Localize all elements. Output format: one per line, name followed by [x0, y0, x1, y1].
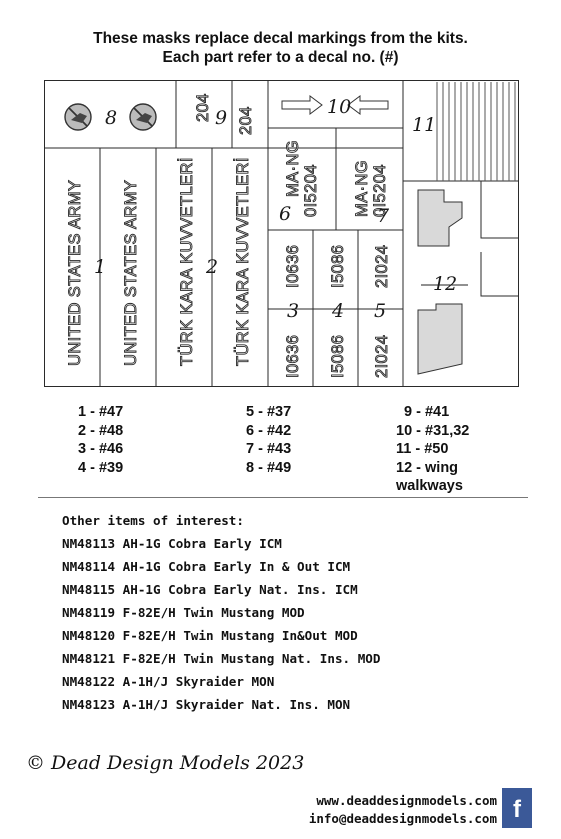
legend-item: 1 - #47 [78, 404, 124, 420]
legend-item: 4 - #39 [78, 459, 124, 476]
legend-item: 10 - #31,32 [396, 422, 470, 439]
other-items-title: Other items of interest: [62, 513, 244, 528]
part-number-3: 3 [287, 300, 299, 322]
section-divider [38, 497, 528, 498]
mask-text-reg-2: 0I5204 [371, 164, 389, 217]
mask-text-15086-top: I5086 [329, 245, 347, 288]
header-line-1: These masks replace decal markings from … [93, 30, 468, 47]
other-item: NM48121 F-82E/H Twin Mustang Nat. Ins. M… [62, 651, 381, 666]
walkway-shape-bottom [417, 303, 463, 375]
part-number-11: 11 [412, 114, 436, 136]
legend-column-3: 9 - #41 10 - #31,32 11 - #50 12 - wing w… [396, 403, 469, 496]
part-number-6: 6 [279, 203, 291, 225]
legend-item: 9 - #41 [404, 404, 450, 420]
legend-item: 6 - #42 [246, 422, 292, 439]
mask-text-204-1: 204 [194, 93, 212, 122]
legend-item: 12 - wing [396, 459, 459, 476]
part-number-2: 2 [205, 256, 218, 278]
mask-text-mang-1: MA·NG [284, 140, 302, 197]
other-item: NM48123 A-1H/J Skyraider Nat. Ins. MON [62, 697, 351, 712]
part-number-8: 8 [105, 107, 117, 129]
legend-item: 3 - #46 [78, 441, 124, 457]
other-item: NM48120 F-82E/H Twin Mustang In&Out MOD [62, 628, 358, 643]
part-number-9: 9 [215, 107, 227, 129]
legend-item: 2 - #48 [78, 422, 124, 439]
legend-item: walkways [396, 478, 463, 494]
mask-text-10636-bottom: I0636 [284, 335, 302, 378]
email-link[interactable]: info@deaddesignmodels.com [308, 811, 497, 826]
legend-column-2: 5 - #37 6 - #42 7 - #43 8 - #49 [246, 403, 291, 477]
legend-item: 11 - #50 [396, 441, 449, 457]
mask-text-reg-1: 0I5204 [302, 164, 320, 217]
part-number-1: 1 [94, 256, 106, 278]
stripe-mask-11 [436, 82, 516, 181]
legend-item: 8 - #49 [246, 459, 292, 476]
other-item: NM48114 AH-1G Cobra Early In & Out ICM [62, 559, 351, 574]
part-number-7: 7 [377, 205, 390, 227]
mask-text-21024-bottom: 2I024 [373, 335, 391, 378]
arrow-right-icon [281, 95, 323, 115]
insignia-icon [129, 103, 157, 131]
part-number-5: 5 [374, 300, 386, 322]
facebook-icon[interactable]: f [502, 788, 532, 828]
mask-text-mang-2: MA·NG [353, 160, 371, 217]
header-line-2: Each part refer to a decal no. (#) [162, 49, 399, 66]
part-number-4: 4 [331, 300, 344, 322]
website-link[interactable]: www.deaddesignmodels.com [316, 793, 497, 808]
arrow-left-icon [347, 95, 389, 115]
mask-text-204-2: 204 [237, 106, 255, 135]
mask-text-usa-1: UNITED STATES ARMY [66, 180, 84, 366]
other-item: NM48115 AH-1G Cobra Early Nat. Ins. ICM [62, 582, 358, 597]
insignia-icon [64, 103, 92, 131]
other-item: NM48119 F-82E/H Twin Mustang MOD [62, 605, 305, 620]
legend-item: 5 - #37 [246, 404, 292, 420]
mask-text-usa-2: UNITED STATES ARMY [122, 180, 140, 366]
other-item: NM48122 A-1H/J Skyraider MON [62, 674, 275, 689]
legend-column-1: 1 - #47 2 - #48 3 - #46 4 - #39 [78, 403, 123, 477]
legend-item: 7 - #43 [246, 441, 292, 457]
part-number-10: 10 [327, 96, 351, 118]
other-items-list: Other items of interest: NM48113 AH-1G C… [62, 513, 380, 720]
other-item: NM48113 AH-1G Cobra Early ICM [62, 536, 282, 551]
mask-sheet-diagram: UNITED STATES ARMY UNITED STATES ARMY TÜ… [44, 80, 519, 387]
mask-text-15086-bottom: I5086 [329, 335, 347, 378]
copyright-notice: © Dead Design Models 2023 [26, 752, 305, 774]
part-number-12: 12 [433, 273, 457, 295]
contact-block: www.deaddesignmodels.com info@deaddesign… [285, 792, 497, 828]
mask-text-10636-top: I0636 [284, 245, 302, 288]
walkway-shape-top [417, 189, 463, 247]
mask-text-21024-top: 2I024 [373, 245, 391, 288]
mask-text-turk-1: TÜRK KARA KUVVETLERİ [177, 157, 196, 366]
mask-text-turk-2: TÜRK KARA KUVVETLERİ [233, 157, 252, 366]
